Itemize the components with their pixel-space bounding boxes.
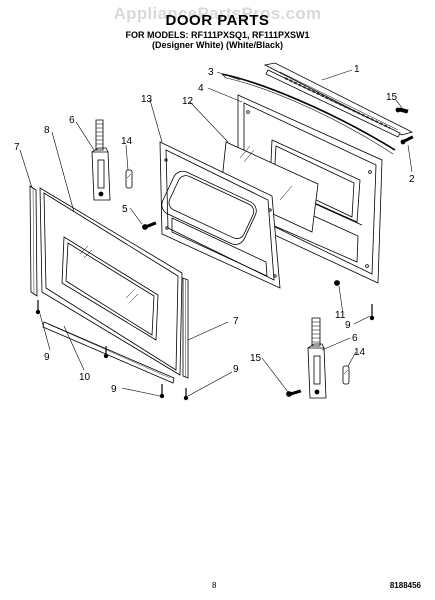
callout-14-lower: 14 [354,347,366,358]
models-line-1: FOR MODELS: RF111PXSQ1, RF111PXSW1 [125,30,310,40]
callout-9-right: 9 [233,364,239,375]
part-top-strip [221,73,396,155]
callout-1: 1 [354,64,360,75]
part-vent-trim [263,62,414,138]
callout-5: 5 [122,204,128,215]
callout-10: 10 [79,372,91,383]
model-list: FOR MODELS: RF111PXSQ1, RF111PXSW1 (Desi… [0,30,435,50]
watermark: AppliancePartsPros.com [113,4,322,23]
part-side-trim-right [182,277,189,379]
callout-12: 12 [182,96,194,107]
part-hinge-left [91,119,111,201]
callout-15-upper: 15 [386,92,398,103]
part-outer-door [39,187,183,376]
callout-11: 11 [335,310,346,321]
callout-8: 8 [44,125,50,136]
models-line-2: (Designer White) (White/Black) [151,40,283,50]
callout-15-lower: 15 [250,353,262,364]
callout-7-left: 7 [14,142,20,153]
part-hinge-receptacle-upper [125,169,133,189]
callout-13: 13 [141,94,153,105]
part-hinge-receptacle-lower [342,365,350,385]
document-code: 8188456 [389,581,421,590]
callout-6-upper: 6 [69,115,75,126]
callout-2: 2 [409,174,415,185]
callout-3: 3 [208,67,214,78]
callout-6-lower: 6 [352,333,358,344]
callout-4: 4 [198,83,204,94]
page-number: 8 [212,581,217,590]
page-title: DOOR PARTS [165,12,270,29]
screws [35,107,414,401]
callout-7-right: 7 [233,316,239,327]
leader-lines [19,69,413,397]
part-hinge-right [307,317,327,399]
callout-9-left: 9 [44,352,50,363]
part-side-trim-left [29,185,38,297]
callout-9-hinge: 9 [345,320,351,331]
callout-labels: 1 2 3 4 5 6 6 7 7 8 9 9 9 9 10 11 12 13 … [14,64,415,395]
callout-14-upper: 14 [121,136,133,147]
callout-9-bottom: 9 [111,384,117,395]
part-door-frame [159,141,281,289]
